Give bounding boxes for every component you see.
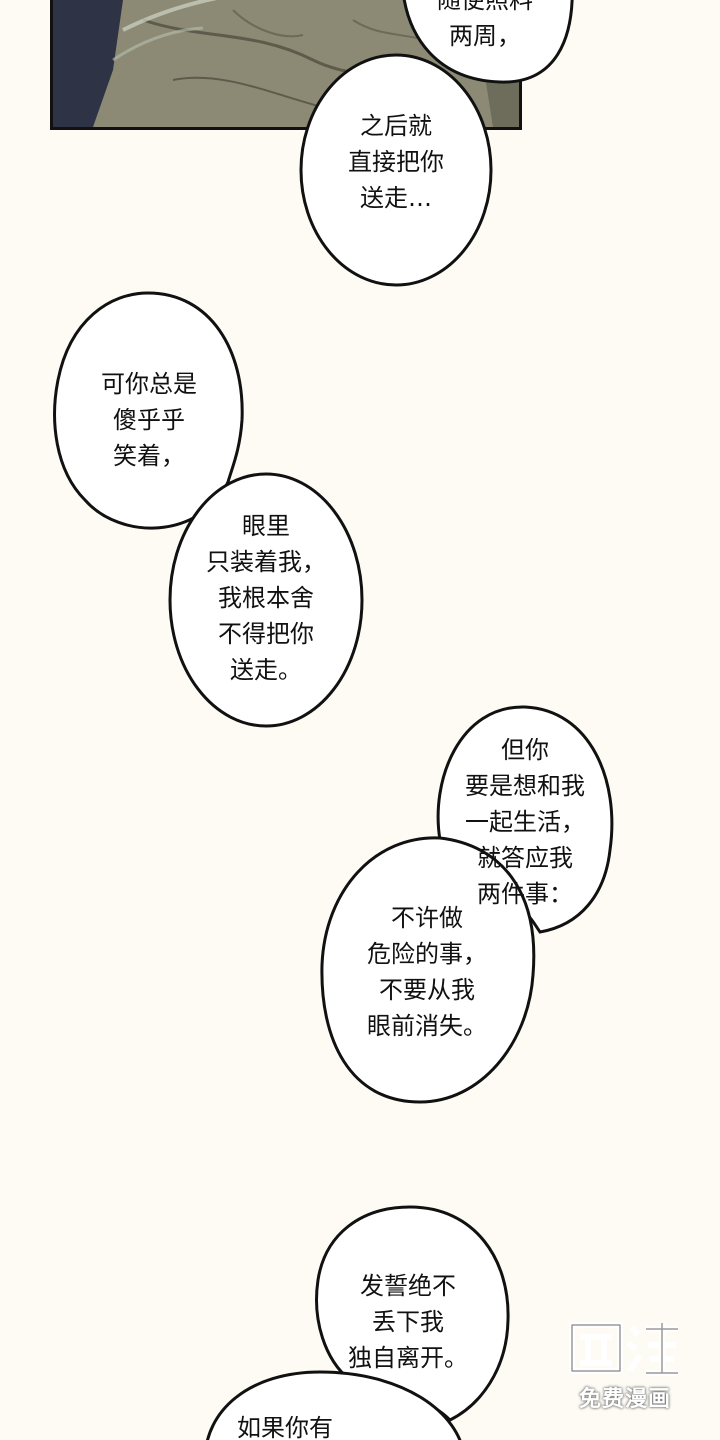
speech-bubble-but-you	[53, 291, 244, 530]
bubble-text-top-right: 随便照料 两周，	[437, 0, 533, 50]
bubble-text-live-together: 但你 要是想和我 一起生活， 就答应我 两件事：	[465, 736, 585, 908]
speech-bubble-eyes-only-me	[168, 472, 364, 728]
bubble-text-after-that: 之后就 直接把你 送走…	[348, 112, 444, 212]
bubble-text-but-you: 可你总是 傻乎乎 笑着，	[101, 370, 197, 470]
speech-bubble-after-that	[299, 53, 493, 287]
bubble-text-two-things: 不许做 危险的事， 不要从我 眼前消失。	[367, 904, 487, 1040]
watermark-label: 免费漫画	[578, 1387, 671, 1412]
watermark: 免费漫画	[560, 1315, 690, 1415]
speech-bubble-live-together	[436, 705, 614, 934]
bubble-text-if-you-have: 如果你有	[237, 1414, 333, 1440]
speech-bubble-top-right	[402, 0, 574, 84]
bubble-text-swear: 发誓绝不 丢下我 独自离开。	[348, 1272, 468, 1372]
bubble-text-eyes-only-me: 眼里 只装着我， 我根本舍 不得把你 送走。	[206, 512, 326, 684]
speech-bubble-two-things	[320, 836, 536, 1104]
manhua-logo-icon	[569, 1322, 678, 1376]
speech-bubble-if-you-have	[206, 1370, 462, 1440]
